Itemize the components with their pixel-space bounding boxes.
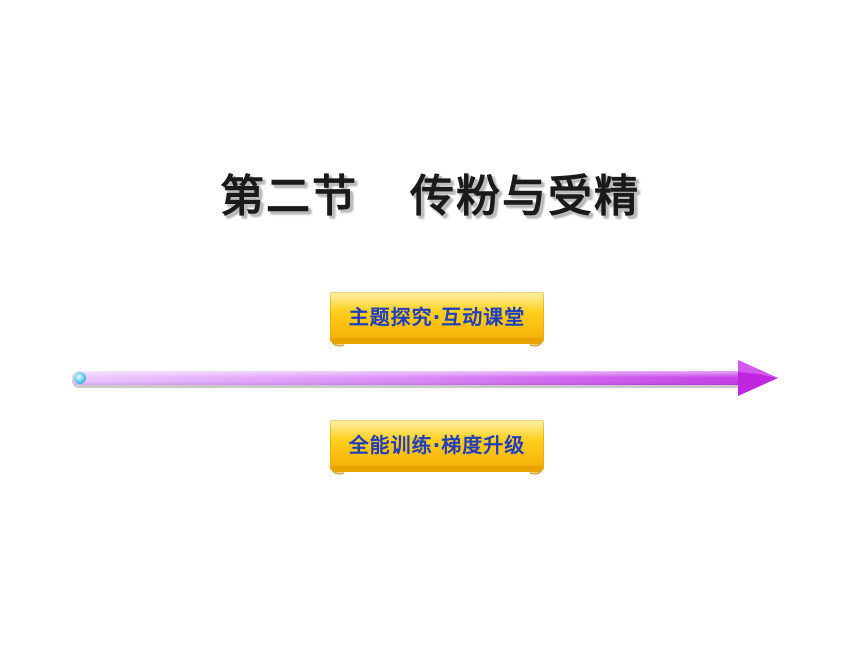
section-number: 第二节 xyxy=(220,171,358,222)
section-title: 传粉与受精 xyxy=(410,171,640,222)
explore-interactive-label: 主题探究·互动课堂 xyxy=(348,305,526,329)
comprehensive-training-label: 全能训练·梯度升级 xyxy=(348,433,526,457)
dot-icon xyxy=(74,372,86,384)
page-title: 第二节 传粉与受精 xyxy=(0,160,860,224)
comprehensive-training-button[interactable]: 全能训练·梯度升级 xyxy=(330,420,544,476)
curl-icon xyxy=(330,466,544,475)
curl-icon xyxy=(330,338,544,347)
explore-interactive-button[interactable]: 主题探究·互动课堂 xyxy=(330,292,544,348)
arrow-right-icon xyxy=(72,360,778,396)
